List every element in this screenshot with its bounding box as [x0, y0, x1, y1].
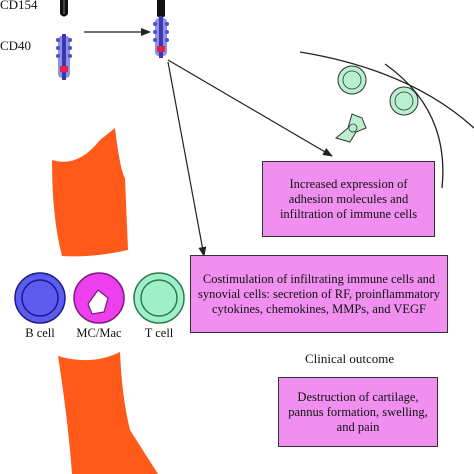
- cd40-cd154-complex-icon: [153, 0, 169, 58]
- lower-bone-shape: [58, 352, 158, 474]
- arrow-to-adhesion: [167, 59, 333, 157]
- b-cell-icon: [14, 272, 66, 324]
- costimulation-box: Costimulation of infiltrating immune cel…: [190, 255, 448, 333]
- outcome-box: Destruction of cartilage, pannus formati…: [278, 377, 438, 447]
- cd154-label: CD154: [0, 0, 38, 12]
- arrow-to-costimulation: [167, 61, 207, 257]
- b-cell-label: B cell: [25, 326, 55, 340]
- mc-mac-cell-icon: [73, 272, 125, 324]
- migrating-cell-icon: [334, 113, 367, 143]
- adhesion-box: Increased expression of adhesion molecul…: [262, 161, 435, 237]
- clinical-outcome-heading: Clinical outcome: [305, 351, 395, 366]
- cd40-label: CD40: [0, 38, 32, 53]
- vessel-wall-inner: [384, 63, 444, 189]
- vessel-wall-outer: [299, 51, 474, 129]
- cd40-receptor-icon: [56, 34, 72, 80]
- cd154-ligand-icon: [60, 0, 68, 17]
- upper-bone-shape: [52, 128, 128, 257]
- t-cell-label: T cell: [144, 326, 174, 340]
- mc-mac-label: MC/Mac: [76, 326, 122, 340]
- vessel-cell-icon: [389, 86, 419, 116]
- vessel-cell-icon: [337, 65, 367, 95]
- t-cell-icon: [133, 272, 185, 324]
